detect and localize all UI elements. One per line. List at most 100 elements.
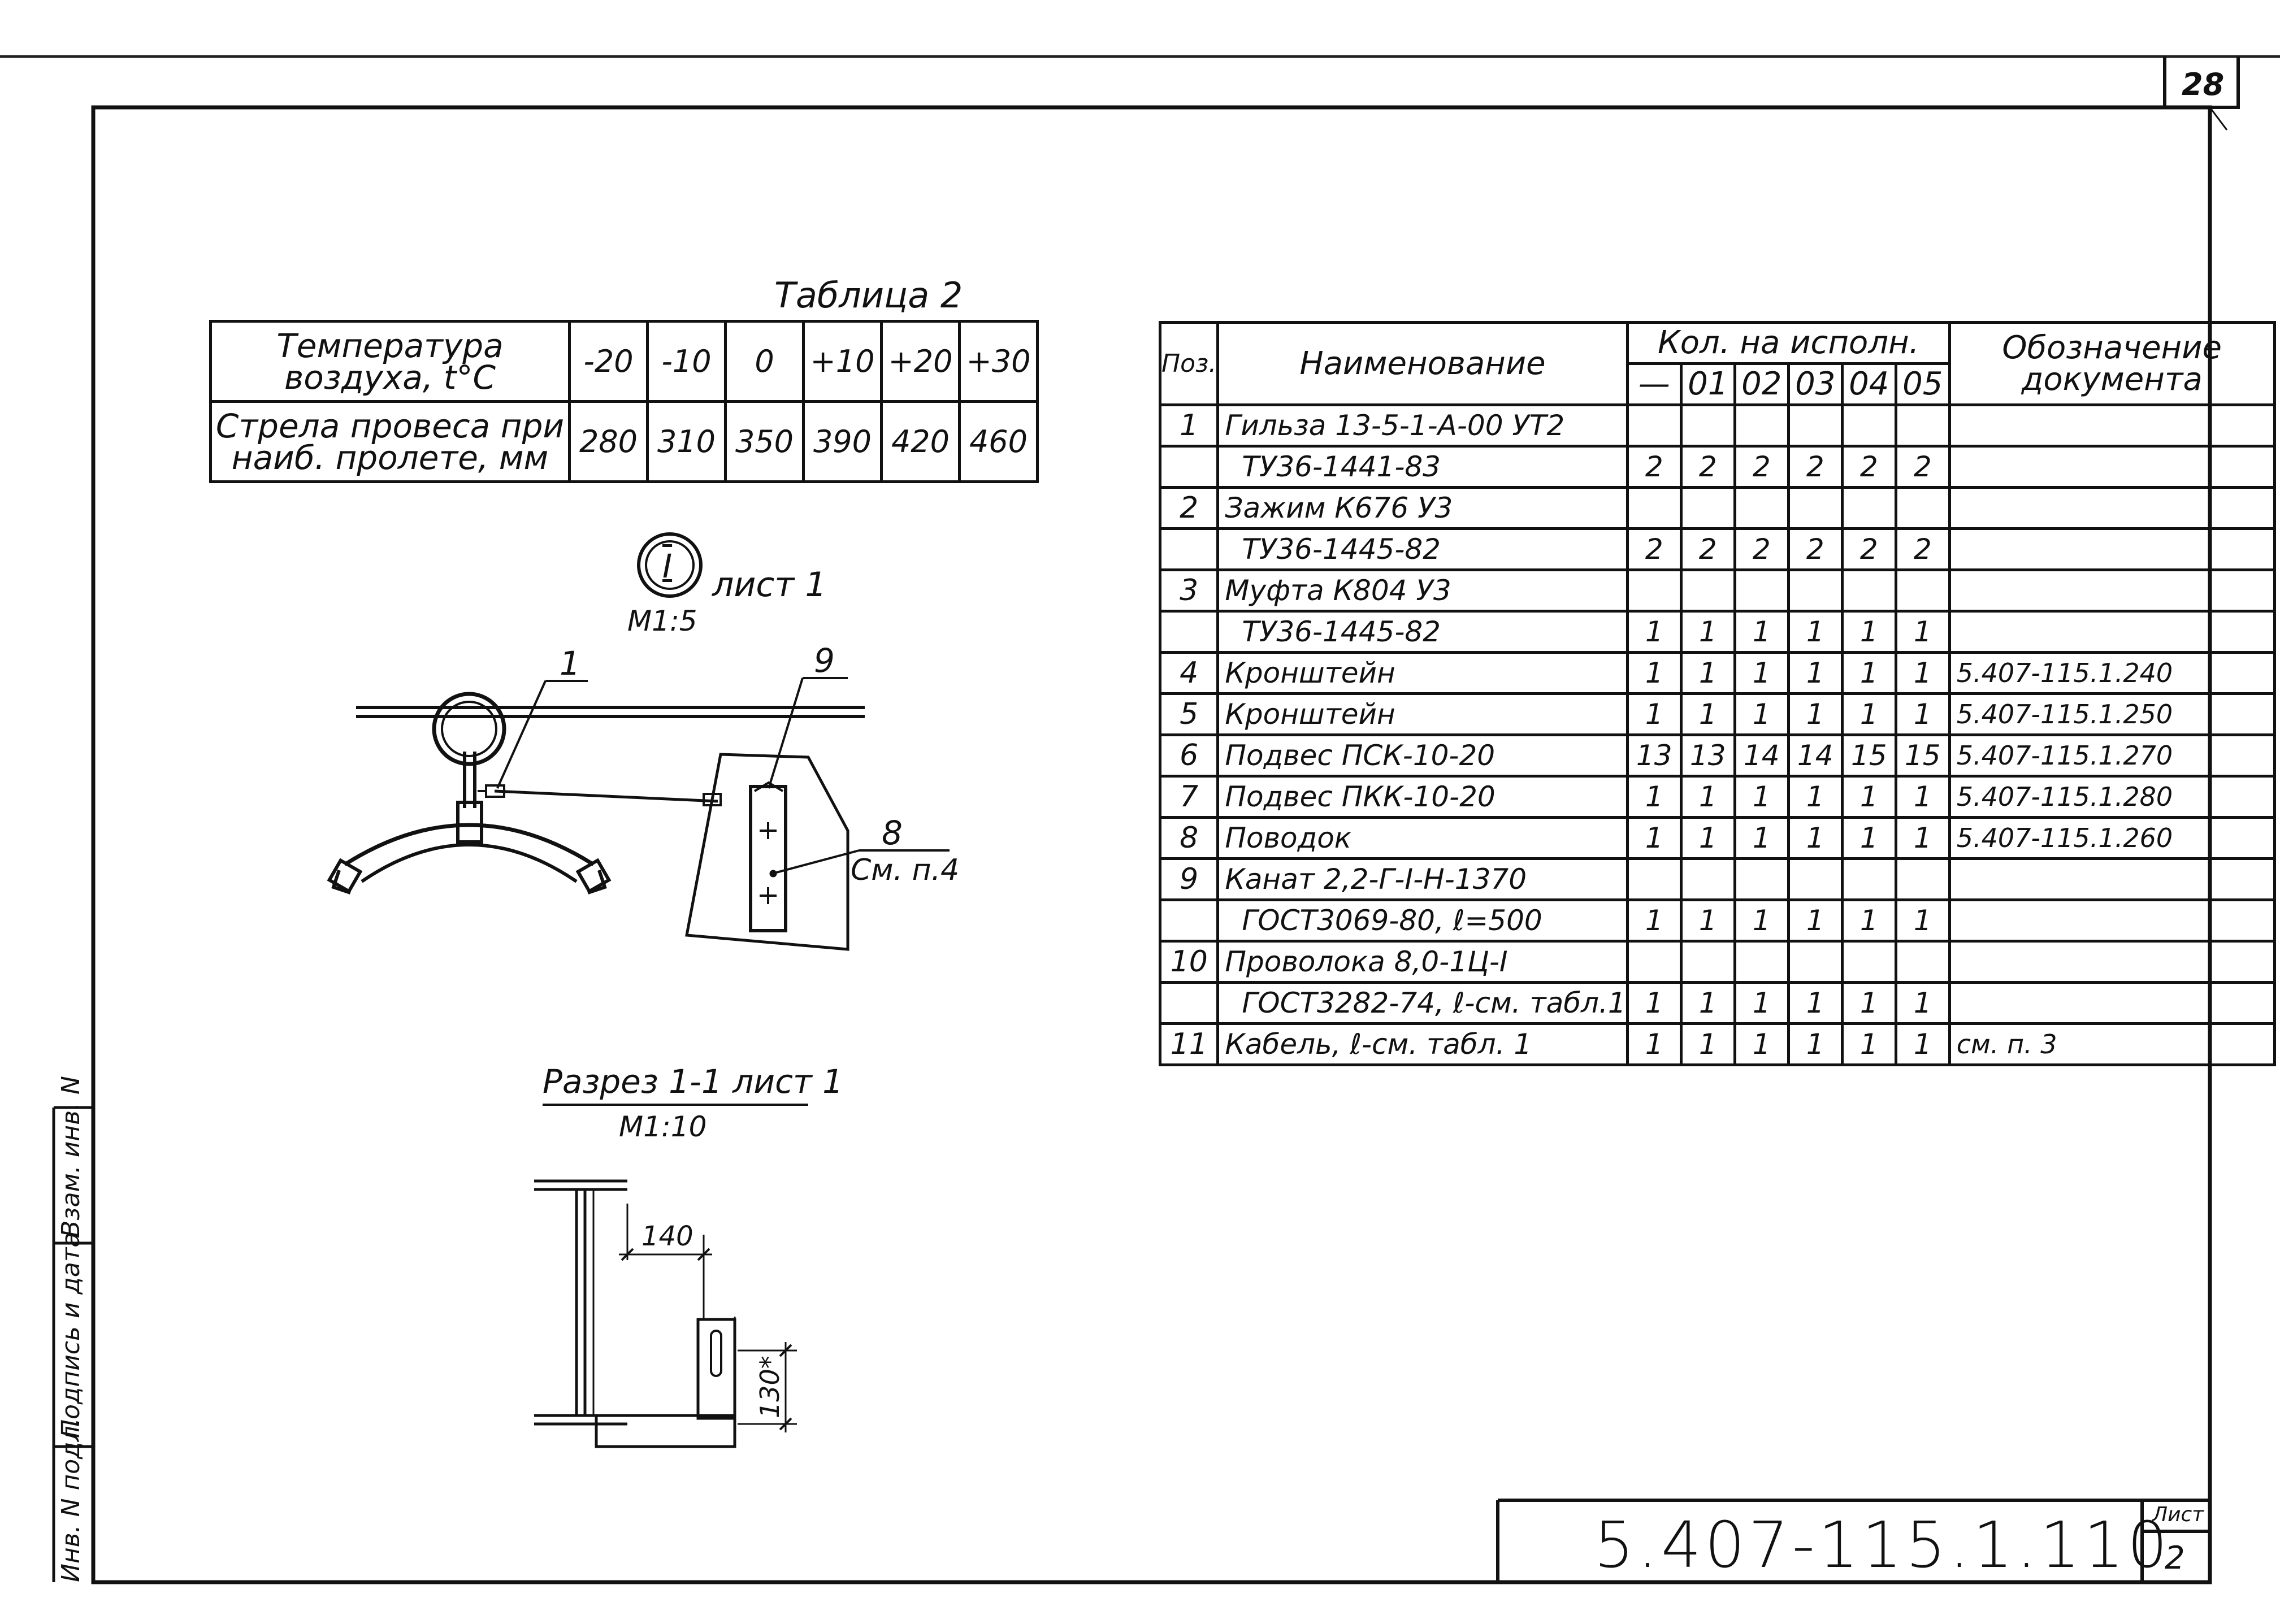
specification-table: Поз. Наименование Кол. на исполн. Обозна… (1158, 321, 2276, 1066)
detail-scale: М1:5 (627, 605, 697, 637)
spec-variant: 01 (1679, 362, 1736, 406)
spec-qty (1787, 568, 1844, 613)
spec-name: Кронштейн (1216, 651, 1629, 695)
spec-qty: 1 (1840, 1022, 1897, 1066)
spec-variant: — (1626, 362, 1683, 406)
spec-qty (1787, 940, 1844, 984)
spec-qty: 1 (1733, 1022, 1790, 1066)
stamp-inv-original: Инв. N подл. (57, 1418, 85, 1582)
callout-8-note: См. п.4 (851, 853, 960, 887)
spec-header-name: Наименование (1216, 321, 1629, 406)
spec-pos (1158, 527, 1220, 571)
page-number: 28 (2182, 67, 2225, 102)
spec-doc (1948, 610, 2276, 654)
spec-qty (1733, 857, 1790, 901)
spec-pos: 6 (1158, 733, 1220, 778)
spec-qty: 1 (1626, 816, 1683, 860)
spec-pos: 4 (1158, 651, 1220, 695)
table2-row-sag: Стрела провеса при наиб. пролете, мм 280… (209, 400, 1039, 483)
dimension-140: 140 (641, 1221, 693, 1252)
spec-qty: 1 (1626, 775, 1683, 819)
spec-variant: 03 (1787, 362, 1844, 406)
spec-qty (1840, 403, 1897, 448)
spec-header-doc: Обозначение документа (1948, 321, 2276, 406)
spec-pos (1158, 445, 1220, 489)
callout-1: 1 (560, 644, 580, 683)
spec-qty (1679, 486, 1736, 530)
spec-doc: 5.407-115.1.280 (1948, 775, 2276, 819)
spec-qty: 1 (1787, 1022, 1844, 1066)
table2-cell: 0 (724, 320, 805, 403)
spec-qty: 2 (1679, 527, 1736, 571)
spec-qty: 1 (1787, 651, 1844, 695)
spec-variant: 04 (1840, 362, 1897, 406)
table2-cell: 280 (568, 400, 649, 483)
spec-pos: 9 (1158, 857, 1220, 901)
stamp-replaced-inv: Взам. инв. N (57, 1076, 85, 1237)
sheet-label: Лист (2152, 1503, 2204, 1526)
spec-qty (1733, 486, 1790, 530)
spec-pos (1158, 610, 1220, 654)
sheet-number: 2 (2165, 1540, 2185, 1577)
title-block-frame (1496, 1499, 2210, 1582)
spec-qty (1840, 486, 1897, 530)
spec-qty: 1 (1894, 651, 1951, 695)
spec-qty: 1 (1733, 981, 1790, 1025)
spec-name: Зажим К676 У3 (1216, 486, 1629, 530)
spec-qty: 14 (1733, 733, 1790, 778)
spec-qty: 2 (1733, 445, 1790, 489)
table2-cell: 460 (958, 400, 1039, 483)
spec-qty: 2 (1894, 527, 1951, 571)
spec-name: Кабель, ℓ-см. табл. 1 (1216, 1022, 1629, 1066)
spec-qty: 1 (1733, 651, 1790, 695)
spec-qty: 1 (1894, 1022, 1951, 1066)
spec-qty: 1 (1679, 898, 1736, 943)
spec-qty: 1 (1840, 692, 1897, 736)
side-stamp-frame (52, 1106, 93, 1582)
spec-qty: 2 (1626, 445, 1683, 489)
spec-qty: 15 (1840, 733, 1897, 778)
frame-corner (2209, 107, 2228, 131)
spec-name: ТУ36-1441-83 (1216, 445, 1629, 489)
spec-doc (1948, 403, 2276, 448)
spec-qty: 1 (1840, 775, 1897, 819)
spec-variant: 02 (1733, 362, 1790, 406)
table2-cell: 350 (724, 400, 805, 483)
table2-cell: 390 (802, 400, 883, 483)
spec-qty: 2 (1840, 527, 1897, 571)
spec-qty: 1 (1733, 692, 1790, 736)
spec-doc (1948, 568, 2276, 613)
spec-pos: 8 (1158, 816, 1220, 860)
spec-name: ТУ36-1445-82 (1216, 610, 1629, 654)
spec-doc (1948, 898, 2276, 943)
spec-qty: 1 (1787, 898, 1844, 943)
spec-qty: 1 (1894, 775, 1951, 819)
spec-name: Муфта К804 У3 (1216, 568, 1629, 613)
spec-qty (1787, 403, 1844, 448)
spec-variant: 05 (1894, 362, 1951, 406)
section-title: Разрез 1-1 лист 1 (543, 1062, 844, 1101)
temperature-sag-table: Температура воздуха, t°C -20 -10 0 +10 +… (209, 320, 1039, 483)
spec-qty: 1 (1894, 610, 1951, 654)
dimension-130: 130* (755, 1356, 785, 1418)
spec-qty (1733, 568, 1790, 613)
spec-qty (1894, 857, 1951, 901)
spec-qty: 1 (1679, 610, 1736, 654)
spec-qty (1733, 940, 1790, 984)
table2-header-temperature: Температура воздуха, t°C (209, 320, 571, 403)
spec-pos: 3 (1158, 568, 1220, 613)
spec-qty: 1 (1894, 816, 1951, 860)
table2-cell: +30 (958, 320, 1039, 403)
spec-qty: 2 (1626, 527, 1683, 571)
spec-qty: 1 (1840, 610, 1897, 654)
spec-name: Подвес ПСК-10-20 (1216, 733, 1629, 778)
spec-pos: 11 (1158, 1022, 1220, 1066)
